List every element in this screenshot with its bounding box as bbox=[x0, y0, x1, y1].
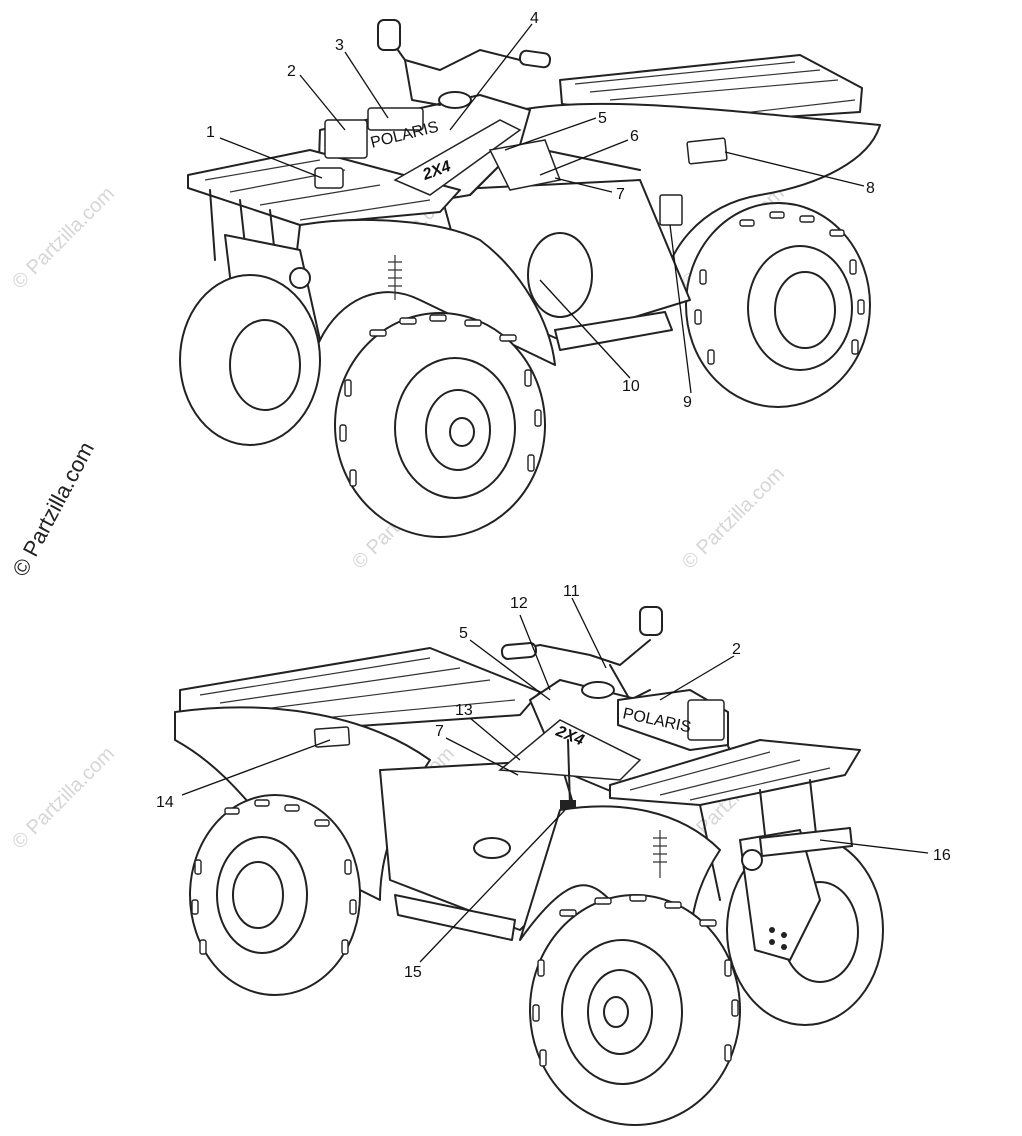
decal-1-shape bbox=[314, 167, 344, 189]
watermark-tile: © Partzilla.com bbox=[8, 183, 119, 294]
atv-bottom-illustration: 2X4 POLARIS bbox=[174, 606, 884, 1126]
callout-10: 10 bbox=[622, 378, 640, 395]
leader-lines-top bbox=[219, 23, 865, 394]
decal-9-shape bbox=[659, 194, 683, 226]
decal-13-shape bbox=[498, 719, 642, 781]
callout-5-bottom: 5 bbox=[459, 625, 468, 642]
callout-1: 1 bbox=[206, 124, 215, 141]
callouts-bottom: 11 12 5 2 13 7 14 16 15 bbox=[156, 583, 951, 981]
callout-11: 11 bbox=[563, 583, 580, 600]
watermark-tile: © Partzilla.com bbox=[678, 463, 789, 574]
callout-9: 9 bbox=[683, 394, 692, 411]
atv-top-illustration: 2X4 POLARIS bbox=[179, 19, 881, 538]
callout-3: 3 bbox=[335, 37, 344, 54]
callout-4: 4 bbox=[530, 10, 539, 27]
decal-6-shape bbox=[488, 139, 562, 191]
callout-13: 13 bbox=[455, 702, 473, 719]
leader-lines-bottom bbox=[181, 597, 929, 963]
callouts-top: 1 2 3 4 5 6 7 8 9 10 bbox=[206, 10, 875, 411]
callout-8: 8 bbox=[866, 180, 875, 197]
callout-12: 12 bbox=[510, 595, 528, 612]
decal-3-shape bbox=[367, 107, 424, 131]
decal-5-shape bbox=[393, 119, 522, 196]
callout-2: 2 bbox=[287, 63, 296, 80]
decal-2-shape bbox=[324, 119, 368, 159]
callout-7: 7 bbox=[616, 186, 625, 203]
callout-15: 15 bbox=[404, 964, 422, 981]
watermark-side: © Partzilla.com bbox=[7, 438, 99, 581]
callout-2-bottom: 2 bbox=[732, 641, 741, 658]
decal-8-shape bbox=[686, 137, 728, 165]
decal-2b-shape bbox=[687, 699, 725, 741]
callout-5: 5 bbox=[598, 110, 607, 127]
callout-7-bottom: 7 bbox=[435, 723, 444, 740]
callout-6: 6 bbox=[630, 128, 639, 145]
callout-14: 14 bbox=[156, 794, 174, 811]
watermark-tile: © Partzilla.com bbox=[8, 743, 119, 854]
callout-16: 16 bbox=[933, 847, 951, 864]
